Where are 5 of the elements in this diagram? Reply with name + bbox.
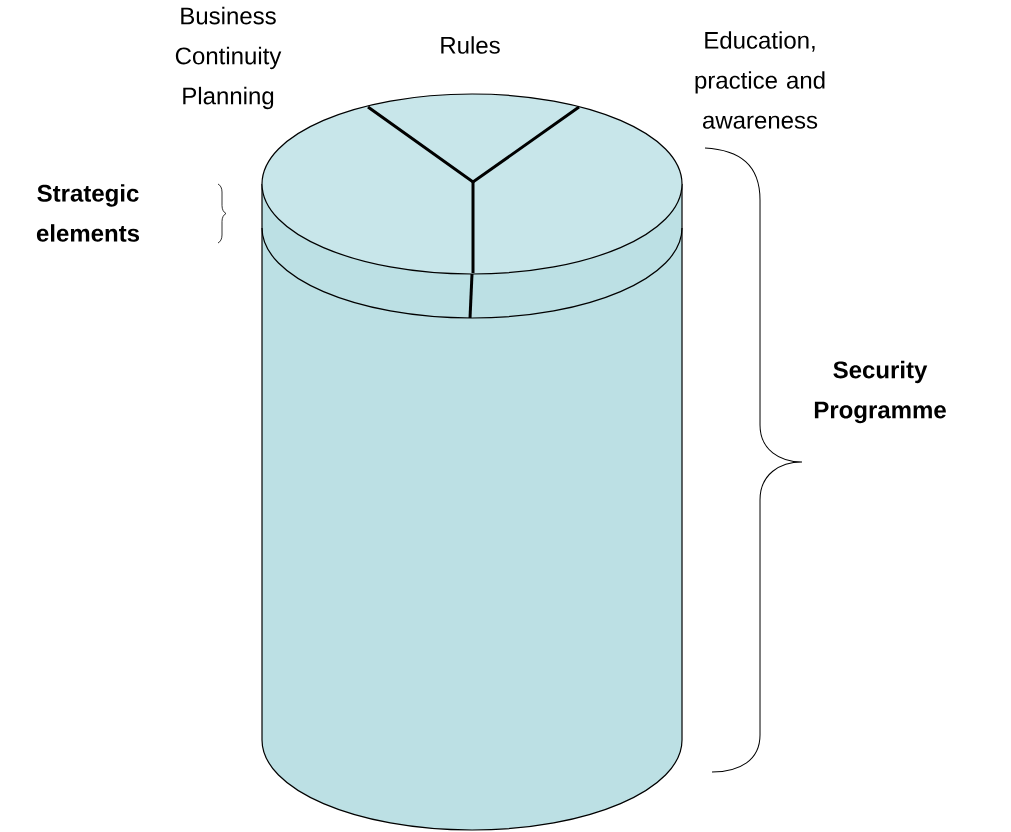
label: Rules [441, 36, 500, 54]
label: Security Programme [814, 360, 946, 424]
label: Business Continuity Planning [175, 6, 282, 110]
label: Strategic elements [36, 184, 140, 242]
label: Education, practice and awareness [695, 31, 825, 129]
